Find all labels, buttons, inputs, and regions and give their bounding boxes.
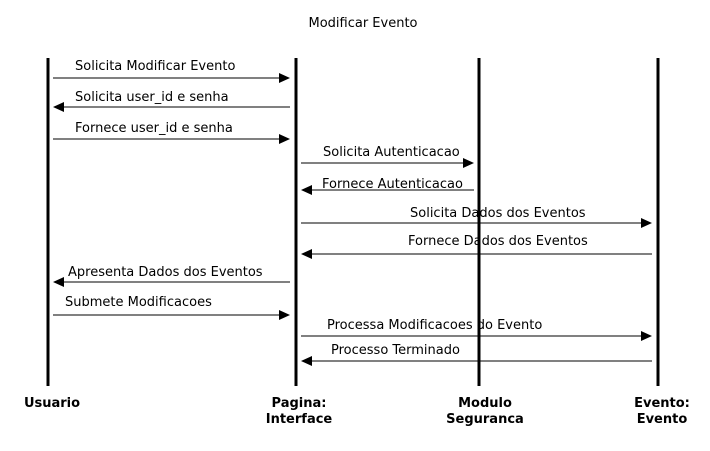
lifeline-label-evento: Evento [637,412,688,427]
message-label: Apresenta Dados dos Eventos [68,265,263,280]
message-arrowhead [301,249,312,259]
message-arrowhead [301,185,312,195]
message-arrowhead [463,158,474,168]
message-label: Fornece user_id e senha [75,121,233,136]
lifeline-label-usuario: Usuario [24,396,80,411]
message-label: Solicita Autenticacao [323,145,460,160]
message-label: Solicita user_id e senha [75,90,229,105]
lifeline-label-pagina: Pagina: [272,396,327,411]
message-arrowhead [279,73,290,83]
lifeline-label-modulo: Seguranca [446,412,524,427]
message-label: Solicita Modificar Evento [75,59,235,74]
message-arrowhead [279,134,290,144]
message-label: Submete Modificacoes [65,295,212,310]
message-arrowhead [279,310,290,320]
message-label: Fornece Dados dos Eventos [408,234,588,249]
message-label: Processo Terminado [331,343,460,358]
diagram-title: Modificar Evento [308,16,417,31]
message-arrowhead [53,277,64,287]
message-arrowhead [301,356,312,366]
lifeline-label-evento: Evento: [634,396,690,411]
message-label: Processa Modificacoes do Evento [327,318,542,333]
lifeline-label-modulo: Modulo [458,396,512,411]
message-label: Fornece Autenticacao [322,177,463,192]
message-arrowhead [641,331,652,341]
message-arrowhead [53,102,64,112]
message-label: Solicita Dados dos Eventos [410,206,586,221]
lifeline-label-pagina: Interface [266,412,333,427]
message-arrowhead [641,218,652,228]
